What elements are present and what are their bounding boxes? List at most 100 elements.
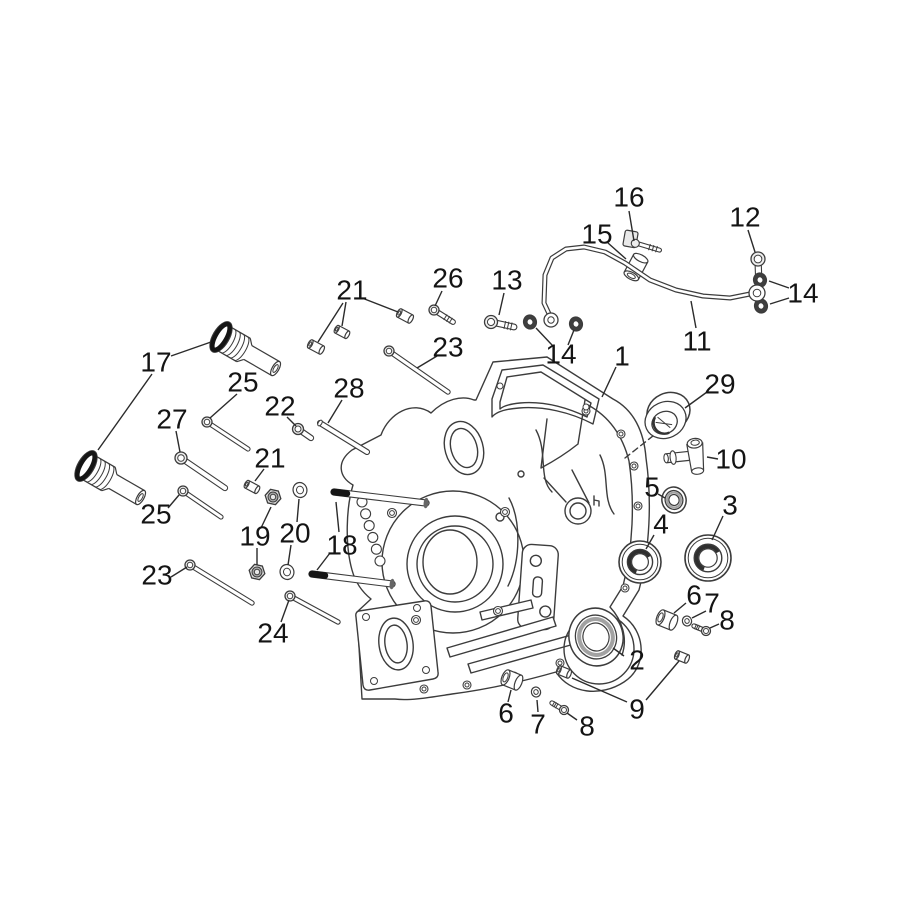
part-21-dowel-bushing-detail-detail bbox=[244, 481, 249, 487]
case-bolt-hole bbox=[635, 503, 641, 509]
strut-bracket-detail bbox=[539, 605, 552, 618]
callout-label-25: 25 bbox=[227, 367, 258, 398]
part-28-dowel-pin-detail bbox=[318, 421, 369, 454]
leader-line bbox=[571, 677, 628, 703]
part-11-oil-pipe-detail bbox=[541, 244, 751, 320]
part-21-dowel-bushing-detail bbox=[243, 479, 261, 495]
flange-hole bbox=[370, 677, 378, 685]
leader-line bbox=[628, 210, 635, 242]
saddle-hole bbox=[496, 382, 504, 390]
leader-line bbox=[327, 399, 343, 424]
callout-22: 22 bbox=[264, 391, 297, 427]
part-9-dowel-sleeve-detail-detail bbox=[557, 665, 571, 679]
part-8-screw-detail bbox=[697, 625, 701, 631]
tensioner-serration bbox=[363, 520, 375, 532]
callout-14: 14 bbox=[535, 327, 577, 370]
callout-18: 18 bbox=[316, 501, 358, 571]
flange-bore-outer bbox=[378, 617, 414, 671]
leader-line bbox=[361, 297, 399, 313]
callout-label-1: 1 bbox=[614, 341, 630, 372]
leader-line bbox=[434, 290, 443, 307]
part-17-tappet-shaft-detail bbox=[209, 321, 282, 377]
strut-bracket-detail bbox=[529, 554, 543, 567]
part-17-tappet-shaft-detail-detail bbox=[94, 462, 111, 488]
part-25-stud-bolt-detail bbox=[203, 418, 211, 426]
part-14-sealing-washer bbox=[522, 314, 538, 330]
part-25-stud-bolt bbox=[201, 416, 251, 452]
callout-7: 7 bbox=[691, 588, 720, 619]
part-8-screw-detail bbox=[695, 624, 699, 631]
leader-line bbox=[170, 566, 188, 578]
callout-26: 26 bbox=[432, 263, 464, 307]
callout-label-3: 3 bbox=[722, 490, 738, 521]
part-28-dowel-pin bbox=[316, 419, 371, 456]
leader-line bbox=[706, 456, 719, 460]
callout-21: 21 bbox=[317, 275, 399, 343]
part-17-tappet-shaft-detail-detail bbox=[101, 467, 118, 492]
leader-line bbox=[287, 544, 292, 566]
part-25-stud-bolt-detail bbox=[179, 487, 187, 495]
part-6-spacer-collar-detail-detail bbox=[513, 674, 524, 691]
callout-20: 20 bbox=[279, 498, 311, 566]
part-17-tappet-shaft-detail-detail bbox=[108, 474, 145, 505]
part-9-dowel-sleeve-detail-detail bbox=[557, 667, 561, 673]
flange-hole bbox=[413, 604, 421, 612]
leader-line bbox=[175, 430, 181, 453]
callout-25: 25 bbox=[209, 367, 259, 419]
leader-line bbox=[280, 599, 290, 623]
callout-label-12: 12 bbox=[729, 202, 760, 233]
flange-hole bbox=[422, 666, 430, 674]
leader-line bbox=[317, 302, 344, 343]
leader-line bbox=[691, 610, 707, 619]
part-1-crankcase-body bbox=[340, 356, 659, 701]
leader-line bbox=[536, 699, 539, 713]
part-5-oil-seal-small-detail-detail bbox=[668, 493, 680, 507]
callout-3: 3 bbox=[711, 490, 738, 541]
tensioner-serration bbox=[370, 543, 382, 555]
part-21-dowel-bushing-detail bbox=[395, 308, 415, 324]
part-26-bolt-detail bbox=[445, 315, 451, 322]
part-14-sealing-washer bbox=[753, 298, 769, 314]
callout-14: 14 bbox=[768, 278, 819, 309]
part-13-flange-bolt-detail bbox=[509, 322, 513, 331]
callout-label-27: 27 bbox=[156, 404, 187, 435]
leader-line bbox=[769, 297, 790, 305]
part-20-washer-detail bbox=[292, 481, 308, 499]
part-14-sealing-washer-detail-detail bbox=[756, 276, 764, 284]
part-14-sealing-washer-detail bbox=[753, 298, 769, 314]
case-bolt-hole bbox=[421, 686, 427, 692]
part-17-tappet-shaft-detail-detail bbox=[81, 455, 116, 491]
part-4-ball-bearing-detail bbox=[630, 552, 649, 571]
part-13-flange-bolt-detail bbox=[503, 320, 507, 330]
part-17-tappet-shaft-detail-detail bbox=[90, 460, 106, 485]
part-4-ball-bearing-detail bbox=[627, 549, 651, 574]
leader-line bbox=[645, 534, 655, 550]
case-bolt-hole bbox=[464, 682, 470, 688]
callout-23: 23 bbox=[141, 560, 188, 591]
leader-line bbox=[684, 391, 708, 409]
leader-line bbox=[260, 506, 272, 529]
part-11-oil-pipe-detail bbox=[752, 288, 762, 298]
small-hole-a bbox=[517, 470, 525, 478]
callout-label-11: 11 bbox=[682, 326, 711, 357]
part-21-dowel-bushing-detail-detail bbox=[318, 345, 326, 355]
part-3-ball-bearing-detail bbox=[698, 548, 718, 568]
part-23-long-bolt-detail bbox=[188, 563, 254, 605]
part-16-pipe-clamp-bolt bbox=[622, 229, 663, 253]
callout-21: 21 bbox=[254, 443, 286, 482]
part-16-pipe-clamp-bolt-detail-detail bbox=[655, 246, 658, 253]
part-7-lock-washer-detail-detail bbox=[684, 618, 690, 624]
leader-line bbox=[316, 552, 331, 571]
saddle-opening bbox=[491, 364, 600, 425]
callout-label-22: 22 bbox=[264, 391, 295, 422]
saddle-opening-inner bbox=[499, 371, 592, 418]
callout-1: 1 bbox=[601, 341, 630, 398]
leader-line bbox=[566, 712, 578, 721]
callout-label-2: 2 bbox=[629, 645, 645, 676]
part-16-pipe-clamp-bolt-detail-detail bbox=[630, 238, 640, 248]
part-18-stud-detail bbox=[330, 488, 351, 497]
part-8-screw-detail bbox=[693, 623, 697, 630]
callout-label-16: 16 bbox=[613, 182, 644, 213]
